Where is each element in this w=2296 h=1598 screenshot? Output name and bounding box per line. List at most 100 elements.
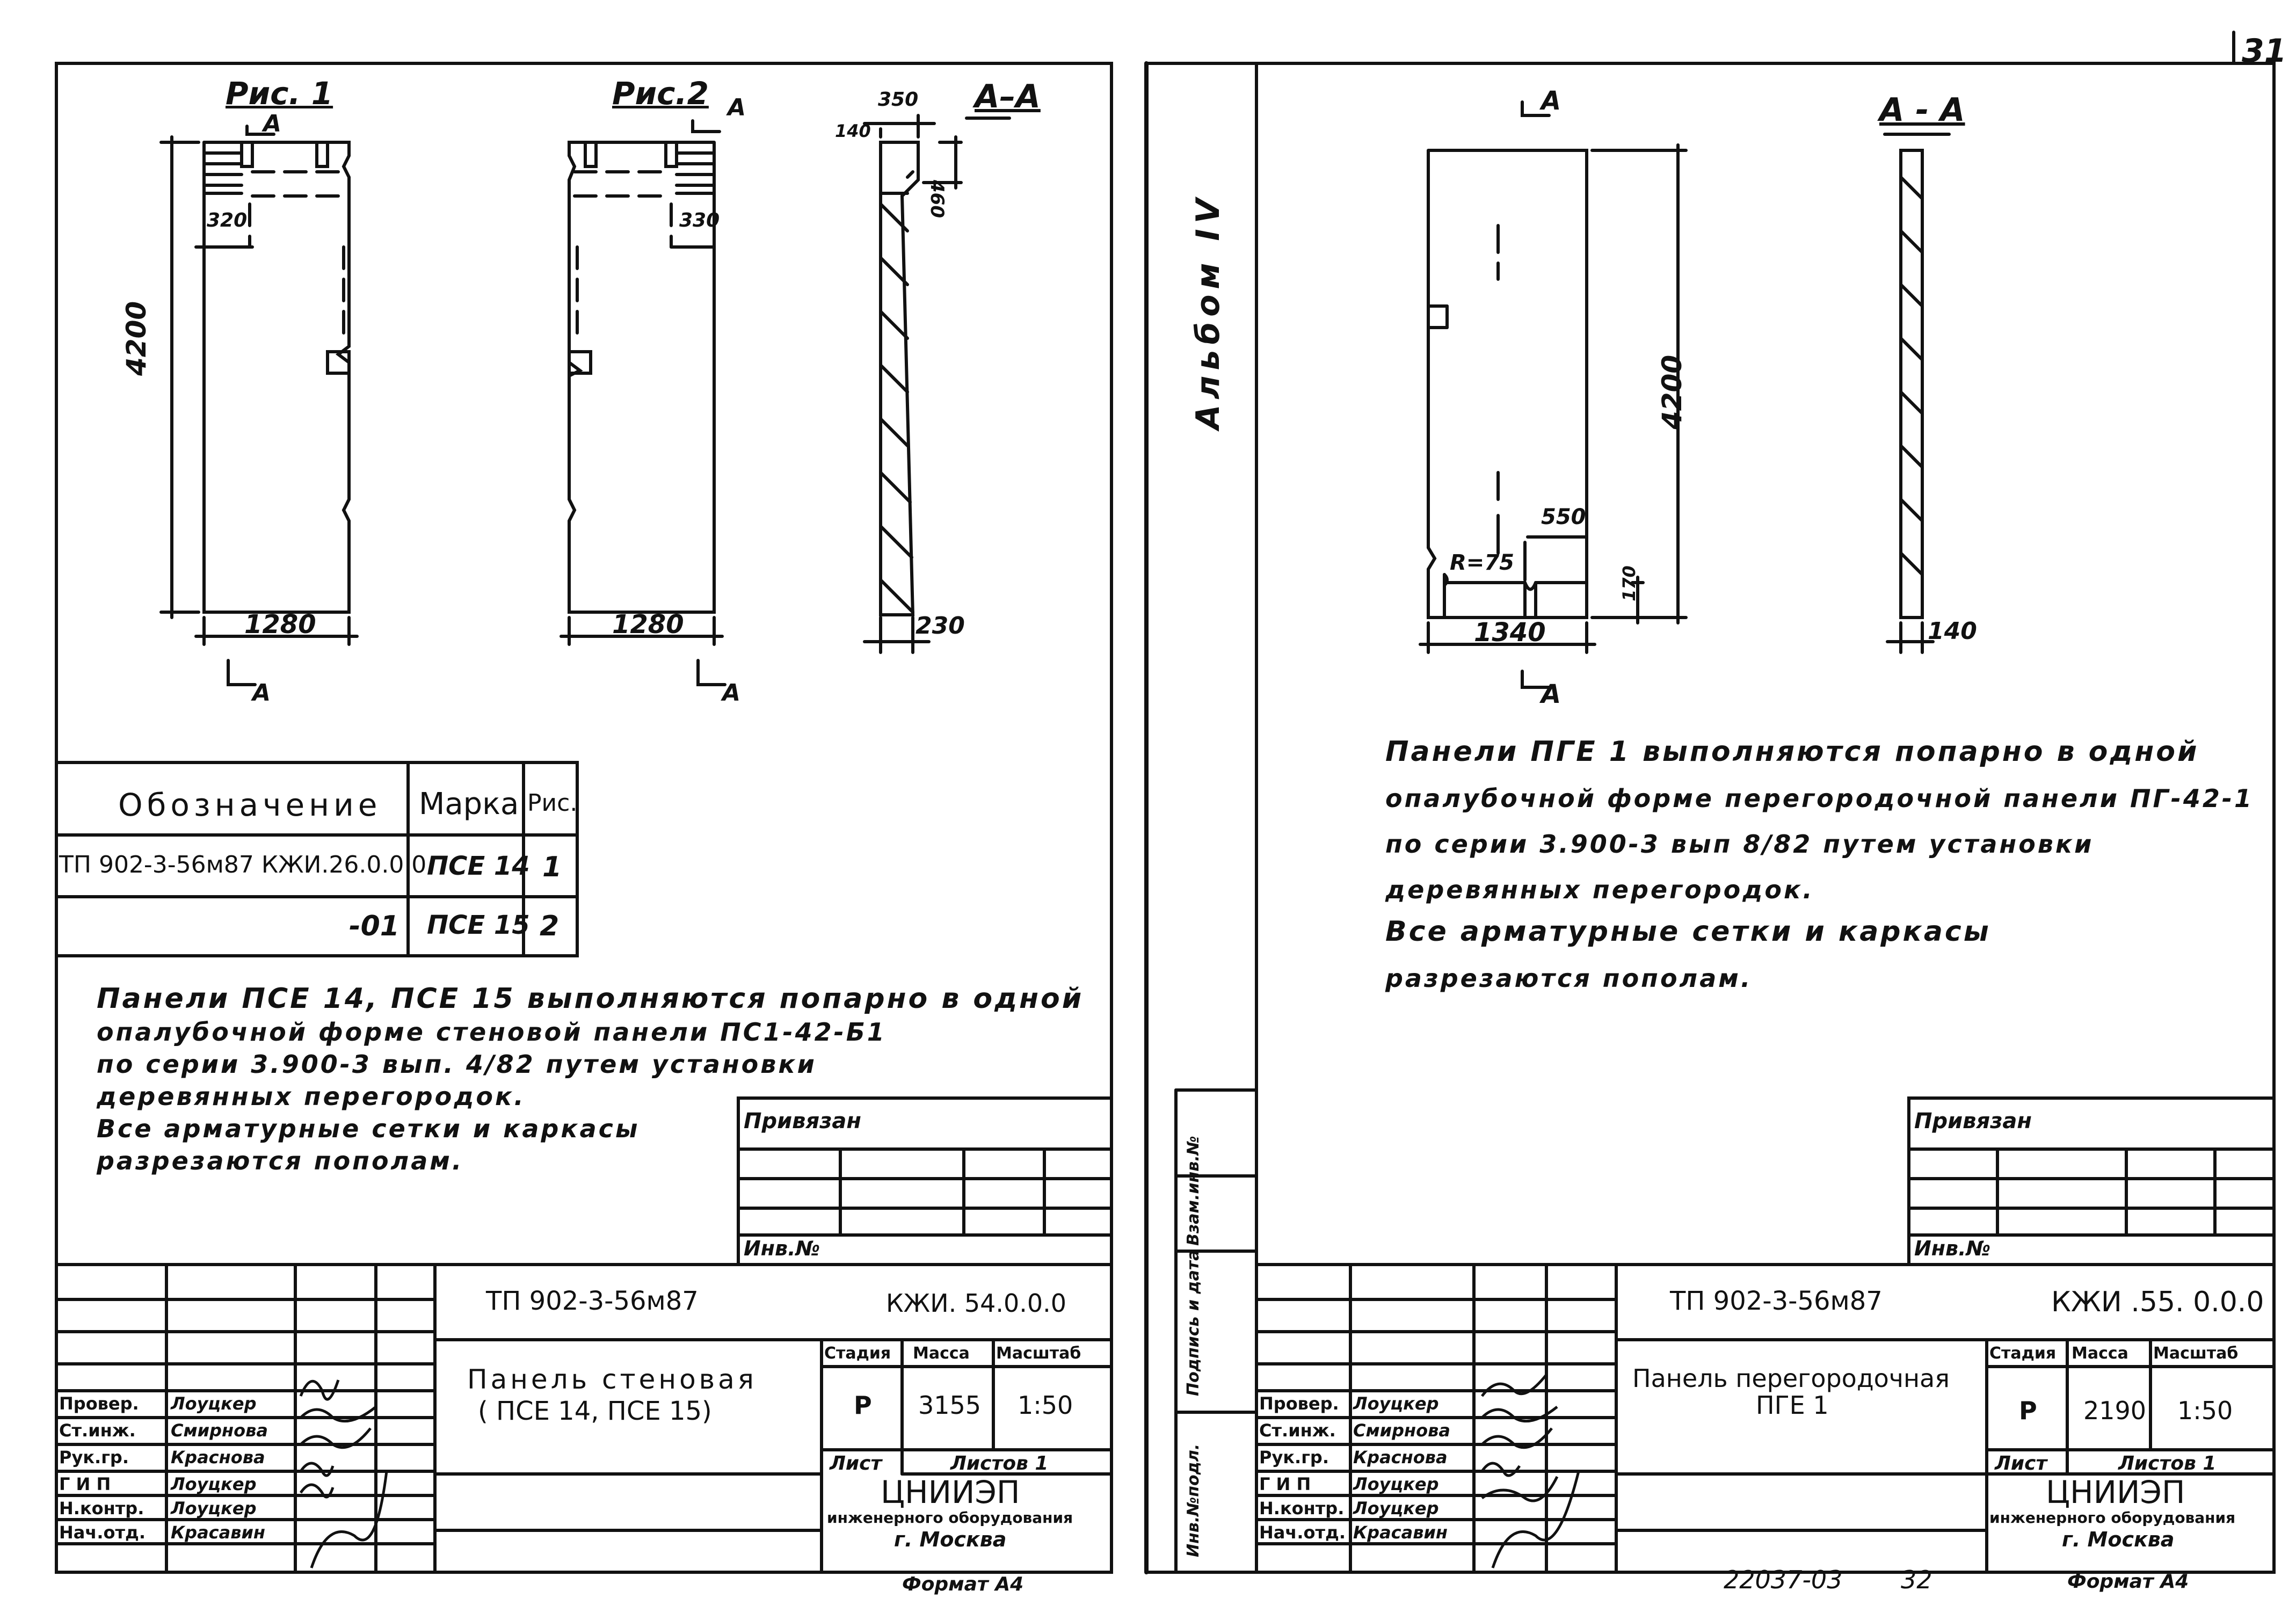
right-name-4: Лоуцкер bbox=[1353, 1474, 1439, 1494]
fig1-notch-dim: 320 bbox=[207, 209, 248, 231]
right-notch-h-dim: 170 bbox=[1619, 565, 1639, 601]
right-mass: 2190 bbox=[2083, 1396, 2147, 1425]
right-note-line-5: Все арматурные сетки и каркасы bbox=[1385, 916, 1991, 948]
right-inv-no: Инв.№ bbox=[1914, 1237, 1991, 1260]
signatures bbox=[299, 1374, 1580, 1568]
right-role-6: Нач.отд. bbox=[1259, 1522, 1346, 1543]
left-note-line-4: деревянных перегородок. bbox=[97, 1082, 526, 1111]
fig1-title: Рис. 1 bbox=[226, 75, 333, 112]
right-org-name: ЦНИИЭП bbox=[2046, 1474, 2185, 1510]
fig2-cut-mark-bottom: А bbox=[722, 679, 741, 707]
spec-row2-mark: ПСЕ 15 bbox=[427, 910, 530, 940]
left-panel-name-1: Панель стеновая bbox=[467, 1364, 757, 1395]
fig1-width-dim: 1280 bbox=[244, 609, 316, 640]
bottom-code: 22037-03 bbox=[1724, 1565, 1843, 1594]
right-mass-header: Масса bbox=[2072, 1344, 2128, 1363]
right-name-5: Лоуцкер bbox=[1353, 1498, 1439, 1519]
left-stage-header: Стадия bbox=[824, 1344, 891, 1363]
left-format: Формат А4 bbox=[902, 1573, 1024, 1595]
right-height-dim: 4200 bbox=[1656, 354, 1688, 430]
section-460-dim: 460 bbox=[926, 180, 948, 218]
fig1-height-dim: 4200 bbox=[121, 301, 152, 376]
left-scale: 1:50 bbox=[1018, 1391, 1073, 1420]
fig1-panel-outline bbox=[202, 141, 351, 614]
left-project-code: ТП 902-3-56м87 bbox=[486, 1286, 699, 1316]
spec-row2-designation: -01 bbox=[349, 910, 399, 942]
right-radius-dim: R=75 bbox=[1450, 550, 1514, 575]
right-name-6: Красавин bbox=[1353, 1522, 1448, 1543]
left-note-line-3: по серии 3.900-3 вып. 4/82 путем установ… bbox=[97, 1050, 817, 1079]
album-label: Альбом IV bbox=[1189, 193, 1227, 430]
left-role-2: Ст.инж. bbox=[59, 1420, 136, 1441]
side-vzam-inv: Взам.инв.№ bbox=[1184, 1136, 1203, 1246]
left-mass: 3155 bbox=[918, 1391, 982, 1420]
spec-row2-fig: 2 bbox=[540, 910, 560, 942]
left-privyazan: Привязан bbox=[744, 1109, 862, 1134]
right-role-5: Н.контр. bbox=[1259, 1498, 1345, 1519]
left-name-2: Смирнова bbox=[171, 1420, 268, 1441]
right-scale: 1:50 bbox=[2177, 1396, 2233, 1425]
spec-row1-mark: ПСЕ 14 bbox=[427, 851, 530, 881]
right-role-1: Провер. bbox=[1259, 1393, 1339, 1414]
spec-row1-fig: 1 bbox=[542, 851, 562, 883]
left-role-4: Г И П bbox=[59, 1474, 111, 1494]
right-width-dim: 1340 bbox=[1474, 618, 1546, 648]
right-scale-header: Масштаб bbox=[2153, 1344, 2239, 1363]
spec-header-fig: Рис. bbox=[527, 789, 578, 817]
right-format: Формат А4 bbox=[2067, 1571, 2189, 1593]
right-note-line-6: разрезаются пополам. bbox=[1385, 964, 1753, 993]
section-top-width-dim: 350 bbox=[878, 89, 919, 111]
left-name-5: Лоуцкер bbox=[171, 1498, 257, 1519]
right-thickness-dim: 140 bbox=[1928, 618, 1977, 645]
left-note-line-2: опалубочной форме стеновой панели ПС1-42… bbox=[97, 1018, 887, 1047]
side-inv-podl: Инв.№подл. bbox=[1184, 1443, 1203, 1557]
fig1-cut-mark-top: А bbox=[263, 110, 282, 137]
right-stage: Р bbox=[2019, 1396, 2037, 1425]
spec-header-mark: Марка bbox=[419, 787, 519, 822]
left-role-3: Рук.гр. bbox=[59, 1447, 129, 1468]
left-doc-code: КЖИ. 54.0.0.0 bbox=[886, 1289, 1067, 1318]
right-section-outline bbox=[1899, 149, 1924, 619]
right-note-line-1: Панели ПГЕ 1 выполняются попарно в одной bbox=[1385, 736, 2199, 768]
right-role-3: Рук.гр. bbox=[1259, 1447, 1329, 1468]
left-name-4: Лоуцкер bbox=[171, 1474, 257, 1494]
right-privyazan: Привязан bbox=[1914, 1109, 2032, 1134]
left-panel-name-2: ( ПСЕ 14, ПСЕ 15) bbox=[478, 1396, 712, 1426]
right-sheet: Лист bbox=[1995, 1452, 2047, 1474]
side-podpis-data: Подпись и дата bbox=[1184, 1250, 1203, 1396]
left-role-5: Н.контр. bbox=[59, 1498, 144, 1519]
fig2-title: Рис.2 bbox=[612, 75, 709, 112]
spec-table-frame bbox=[55, 761, 579, 957]
right-panel-name-2: ПГЕ 1 bbox=[1756, 1391, 1829, 1420]
left-note-line-6: разрезаются пополам. bbox=[97, 1146, 464, 1175]
right-note-line-4: деревянных перегородок. bbox=[1385, 875, 1814, 904]
pg-panel-outline bbox=[1427, 149, 1588, 619]
left-sheet: Лист bbox=[830, 1452, 882, 1474]
right-panel-name-1: Панель перегородочная bbox=[1632, 1364, 1950, 1393]
left-role-6: Нач.отд. bbox=[59, 1522, 146, 1543]
left-scale-header: Масштаб bbox=[996, 1344, 1081, 1363]
fig2-width-dim: 1280 bbox=[612, 609, 684, 640]
right-role-4: Г И П bbox=[1259, 1474, 1311, 1494]
fig1-cut-mark-bottom: А bbox=[252, 679, 271, 707]
right-project-code: ТП 902-3-56м87 bbox=[1670, 1286, 1883, 1316]
right-role-2: Ст.инж. bbox=[1259, 1420, 1336, 1441]
left-section-outline bbox=[879, 141, 920, 616]
section-140-dim: 140 bbox=[835, 121, 871, 141]
left-org-name: ЦНИИЭП bbox=[881, 1474, 1020, 1510]
right-cut-mark-top: А bbox=[1541, 86, 1561, 116]
right-name-1: Лоуцкер bbox=[1353, 1393, 1439, 1414]
left-note-line-5: Все арматурные сетки и каркасы bbox=[97, 1114, 640, 1143]
left-name-1: Лоуцкер bbox=[171, 1393, 257, 1414]
right-stage-header: Стадия bbox=[1989, 1344, 2057, 1363]
left-section-title: А–А bbox=[975, 78, 1041, 115]
right-note-line-3: по серии 3.900-3 вып 8/82 путем установк… bbox=[1385, 830, 2094, 859]
left-org-sub: инженерного оборудования bbox=[827, 1509, 1073, 1527]
left-role-1: Провер. bbox=[59, 1393, 139, 1414]
right-sheets: Листов 1 bbox=[2118, 1452, 2217, 1474]
section-230-dim: 230 bbox=[916, 612, 965, 640]
spec-row1-designation: ТП 902-3-56м87 КЖИ.26.0.0.0 bbox=[59, 851, 427, 878]
fig2-panel-outline bbox=[568, 141, 716, 614]
left-mass-header: Масса bbox=[913, 1344, 970, 1363]
